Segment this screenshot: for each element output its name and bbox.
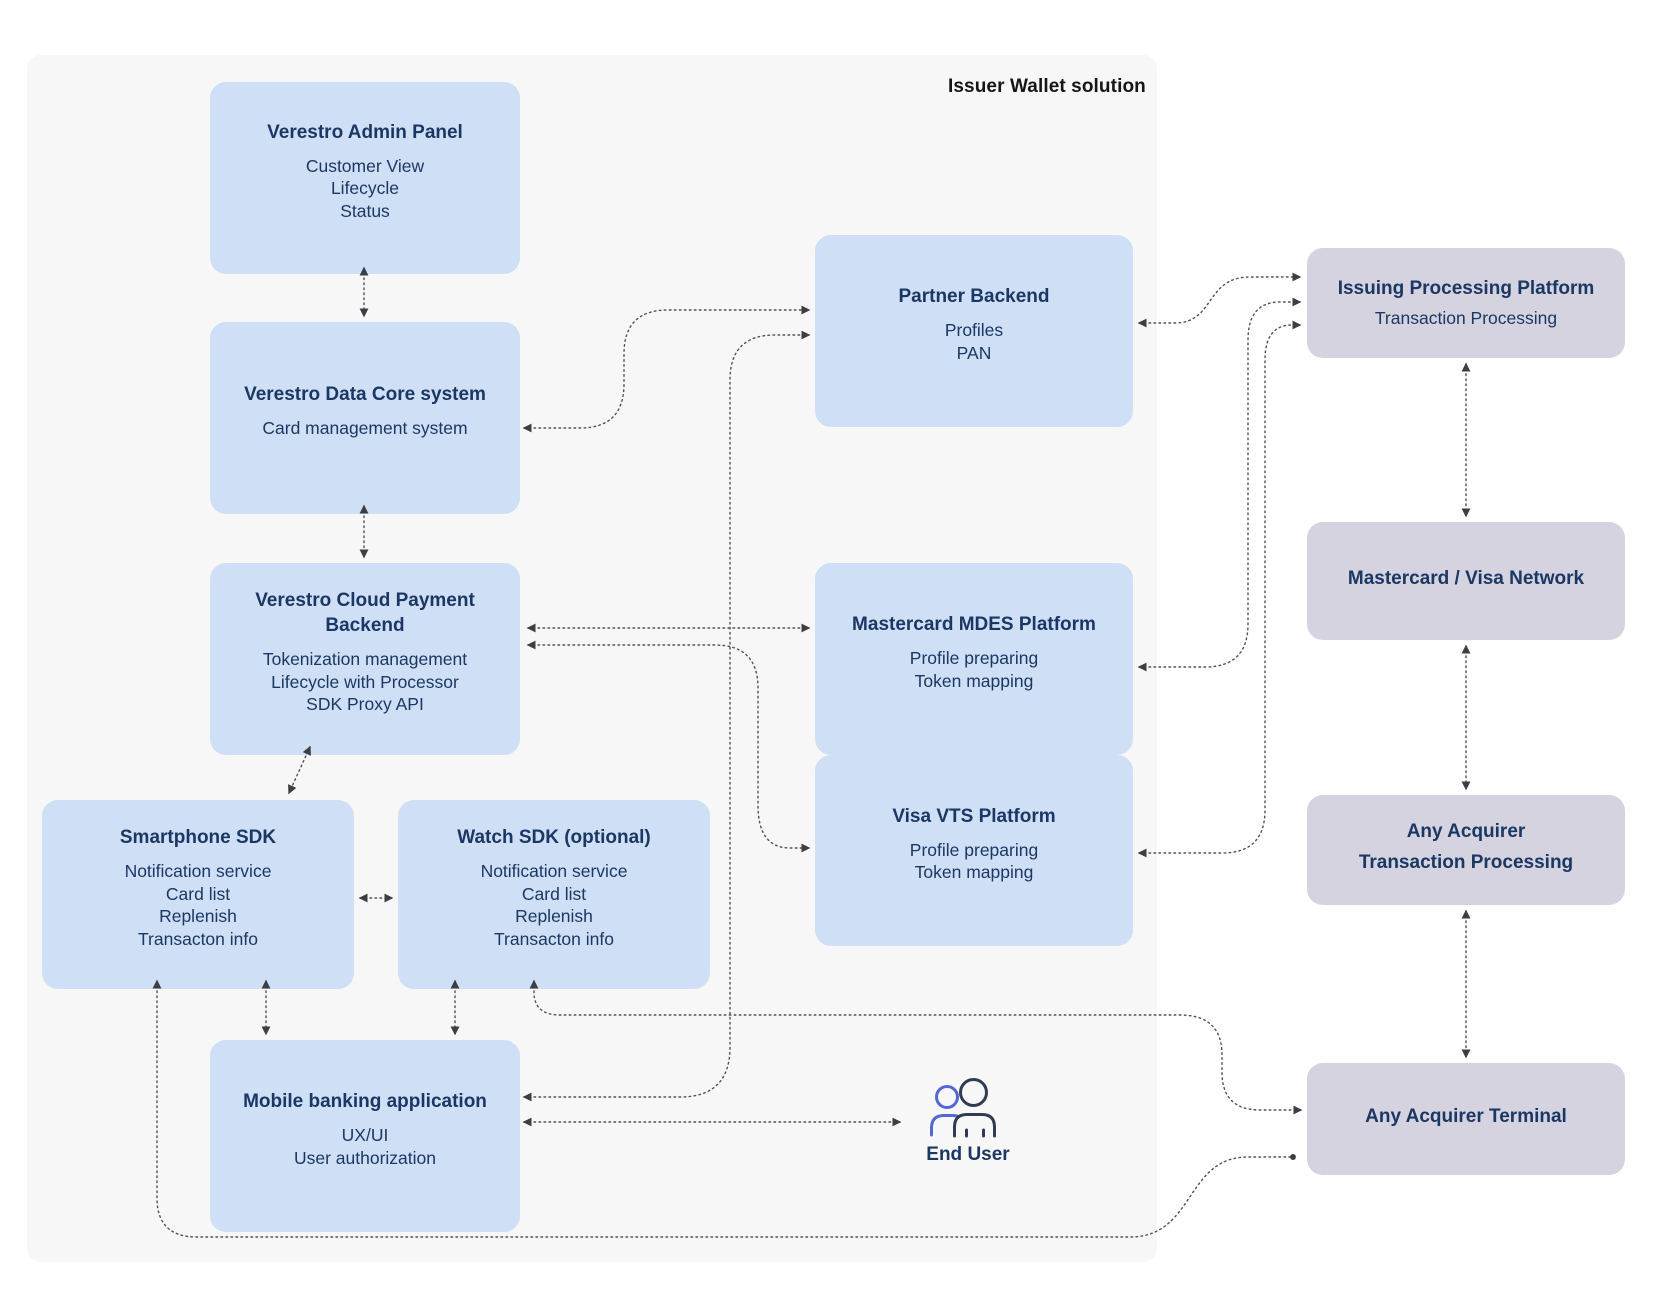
box-verestro-admin-panel: Verestro Admin Panel Customer View Lifec… xyxy=(210,82,520,274)
box-mobile-banking-application: Mobile banking application UX/UI User au… xyxy=(210,1040,520,1232)
box-title: Verestro Admin Panel xyxy=(267,121,463,143)
box-visa-vts-platform: Visa VTS Platform Profile preparing Toke… xyxy=(815,755,1133,946)
connector-mdes-issuing xyxy=(1137,297,1302,672)
connector-partner-issuing xyxy=(1137,272,1302,328)
box-any-acquirer-terminal: Any Acquirer Terminal xyxy=(1307,1063,1625,1175)
box-line: Profile preparing xyxy=(909,648,1039,668)
box-line: Replenish xyxy=(515,906,593,926)
end-user-icon xyxy=(930,1078,996,1138)
box-partner-backend: Partner Backend Profiles PAN xyxy=(815,235,1133,427)
box-title: Smartphone SDK xyxy=(119,827,277,848)
box-any-acquirer-transaction-processing: Any Acquirer Transaction Processing xyxy=(1307,795,1625,905)
box-title: Mastercard MDES Platform xyxy=(852,614,1096,635)
box-mastercard-mdes-platform: Mastercard MDES Platform Profile prepari… xyxy=(815,563,1133,755)
box-line: PAN xyxy=(956,342,992,363)
box-line: Transacton info xyxy=(138,928,258,949)
box-line: Token mapping xyxy=(914,670,1034,691)
box-verestro-data-core: Verestro Data Core system Card managemen… xyxy=(210,322,520,514)
box-title: Mastercard / Visa Network xyxy=(1347,567,1585,589)
box-line: Transaction Processing xyxy=(1374,308,1558,329)
box-title: Mobile banking application xyxy=(243,1091,487,1112)
box-line: Replenish xyxy=(159,906,237,926)
box-title: Any Acquirer Terminal xyxy=(1365,1105,1567,1127)
box-line: Card management system xyxy=(262,418,468,439)
box-line: Lifecycle xyxy=(330,178,400,199)
box-line: Profiles xyxy=(944,320,1004,340)
box-line: Status xyxy=(340,200,390,221)
box-watch-sdk: Watch SDK (optional) Notification servic… xyxy=(398,800,710,989)
box-title: Transaction Processing xyxy=(1358,852,1574,873)
box-line: Card list xyxy=(165,883,231,904)
box-verestro-cloud-payment-backend: Verestro Cloud Payment Backend Tokenizat… xyxy=(210,563,520,755)
end-user: End User xyxy=(908,1078,1028,1166)
box-smartphone-sdk: Smartphone SDK Notification service Card… xyxy=(42,800,354,989)
end-user-label: End User xyxy=(926,1144,1010,1165)
diagram-title: Issuer Wallet solution xyxy=(948,76,1146,97)
box-title: Partner Backend xyxy=(898,286,1050,307)
box-line: Profile preparing xyxy=(909,839,1039,860)
box-line: Transacton info xyxy=(494,928,614,949)
box-line: UX/UI xyxy=(341,1125,389,1145)
box-line: Tokenization management xyxy=(262,649,468,670)
box-title: Any Acquirer xyxy=(1406,821,1526,842)
box-mastercard-visa-network: Mastercard / Visa Network xyxy=(1307,522,1625,640)
box-line: SDK Proxy API xyxy=(306,694,424,715)
box-line: Notification service xyxy=(480,861,628,881)
box-line: Customer View xyxy=(305,155,425,176)
box-title: Watch SDK (optional) xyxy=(457,827,651,848)
box-line: Token mapping xyxy=(914,862,1034,882)
box-line: Lifecycle with Processor xyxy=(271,671,459,692)
box-title: Visa VTS Platform xyxy=(892,805,1056,827)
connector-vts-issuing xyxy=(1137,320,1302,858)
box-title: Verestro Cloud Payment Backend xyxy=(255,590,475,637)
box-issuing-processing-platform: Issuing Processing Platform Transaction … xyxy=(1307,248,1625,358)
box-line: User authorization xyxy=(293,1147,437,1168)
box-line: Notification service xyxy=(124,861,272,881)
box-line: Card list xyxy=(521,883,587,904)
box-title: Issuing Processing Platform xyxy=(1337,278,1595,300)
box-title: Verestro Data Core system xyxy=(244,384,486,406)
